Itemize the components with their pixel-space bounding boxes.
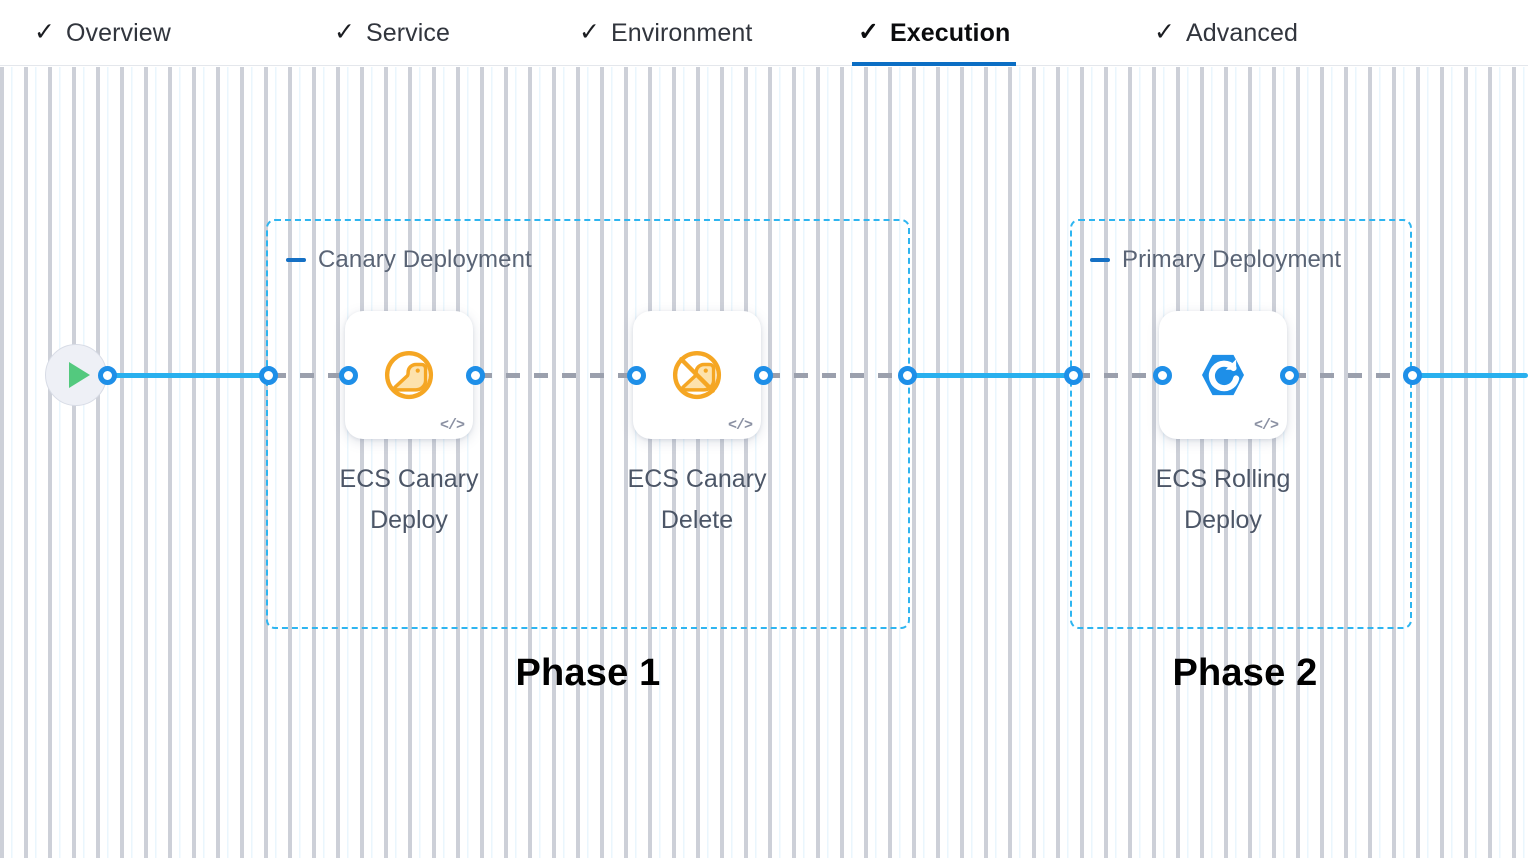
group-title: Primary Deployment [1122,246,1342,273]
dot-group2-out[interactable] [1403,366,1422,385]
node-label-line2: Deploy [370,506,448,534]
edge-group2-to-right [1411,373,1528,378]
edge-group1-in-node1 [272,373,344,378]
canary-deploy-icon [384,350,434,400]
dot-node2-out[interactable] [754,366,773,385]
group-header: Canary Deployment [286,246,532,274]
step-node-label-ecs-canary-delete: ECS Canary Delete [582,459,812,541]
node-label-line1: ECS Rolling [1155,465,1291,493]
tab-active-underline [852,62,1017,66]
canary-delete-icon [672,350,722,400]
tab-label: Advanced [1185,18,1298,47]
tab-advanced[interactable]: ✓ Advanced [1148,0,1304,66]
stage-group-canary-deployment[interactable]: Canary Deployment [266,219,910,629]
dot-node1-out[interactable] [466,366,485,385]
node-label-line2: Delete [660,506,734,534]
group-header: Primary Deployment [1090,246,1341,274]
step-node-label-ecs-canary-deploy: ECS Canary Deploy [294,459,524,541]
node-label-line1: ECS Canary [339,465,479,493]
dot-node3-out[interactable] [1280,366,1299,385]
pipeline-canvas[interactable]: Canary Deployment Primary Deployment Pha… [0,67,1528,858]
node-label-line1: ECS Canary [627,465,767,493]
minus-icon[interactable] [1090,258,1110,262]
play-icon [68,362,90,388]
dot-group1-in[interactable] [259,366,278,385]
step-node-ecs-canary-delete[interactable]: </> [633,311,761,439]
edge-start-to-group1 [106,373,262,378]
code-badge-icon[interactable]: </> [1253,417,1279,434]
dot-node1-in[interactable] [339,366,358,385]
minus-icon[interactable] [286,258,306,262]
edge-node2-to-group1-out [766,373,904,378]
check-icon: ✓ [858,17,879,46]
dot-node2-in[interactable] [627,366,646,385]
tab-environment[interactable]: ✓ Environment [573,0,758,66]
code-badge-icon[interactable]: </> [727,417,753,434]
step-node-label-ecs-rolling-deploy: ECS Rolling Deploy [1108,459,1338,541]
tab-overview[interactable]: ✓ Overview [28,0,177,66]
rolling-deploy-icon [1202,354,1244,396]
tab-label: Environment [610,18,753,47]
check-icon: ✓ [334,17,355,46]
node-label-line2: Deploy [1184,506,1262,534]
tab-label: Execution [889,18,1011,47]
wizard-tab-bar: ✓ Overview ✓ Service ✓ Environment ✓ Exe… [0,0,1528,66]
tab-service[interactable]: ✓ Service [328,0,456,66]
step-node-ecs-canary-deploy[interactable]: </> [345,311,473,439]
check-icon: ✓ [1154,17,1175,46]
code-badge-icon[interactable]: </> [439,417,465,434]
phase-label-1: Phase 1 [515,652,661,694]
edge-node1-to-node2 [478,373,634,378]
dot-start-out[interactable] [98,366,117,385]
group-title: Canary Deployment [318,246,532,273]
phase-label-2: Phase 2 [1172,652,1318,694]
step-node-ecs-rolling-deploy[interactable]: </> [1159,311,1287,439]
check-icon: ✓ [579,17,600,46]
dot-group1-out[interactable] [898,366,917,385]
dot-node3-in[interactable] [1153,366,1172,385]
edge-group2-in-node3 [1076,373,1158,378]
stage-group-primary-deployment[interactable]: Primary Deployment [1070,219,1412,629]
edge-group1-to-group2 [906,373,1070,378]
check-icon: ✓ [34,17,55,46]
tab-label: Overview [65,18,171,47]
tab-label: Service [365,18,451,47]
dot-group2-in[interactable] [1064,366,1083,385]
edge-node3-to-group2-out [1292,373,1410,378]
tab-execution[interactable]: ✓ Execution [852,0,1017,66]
